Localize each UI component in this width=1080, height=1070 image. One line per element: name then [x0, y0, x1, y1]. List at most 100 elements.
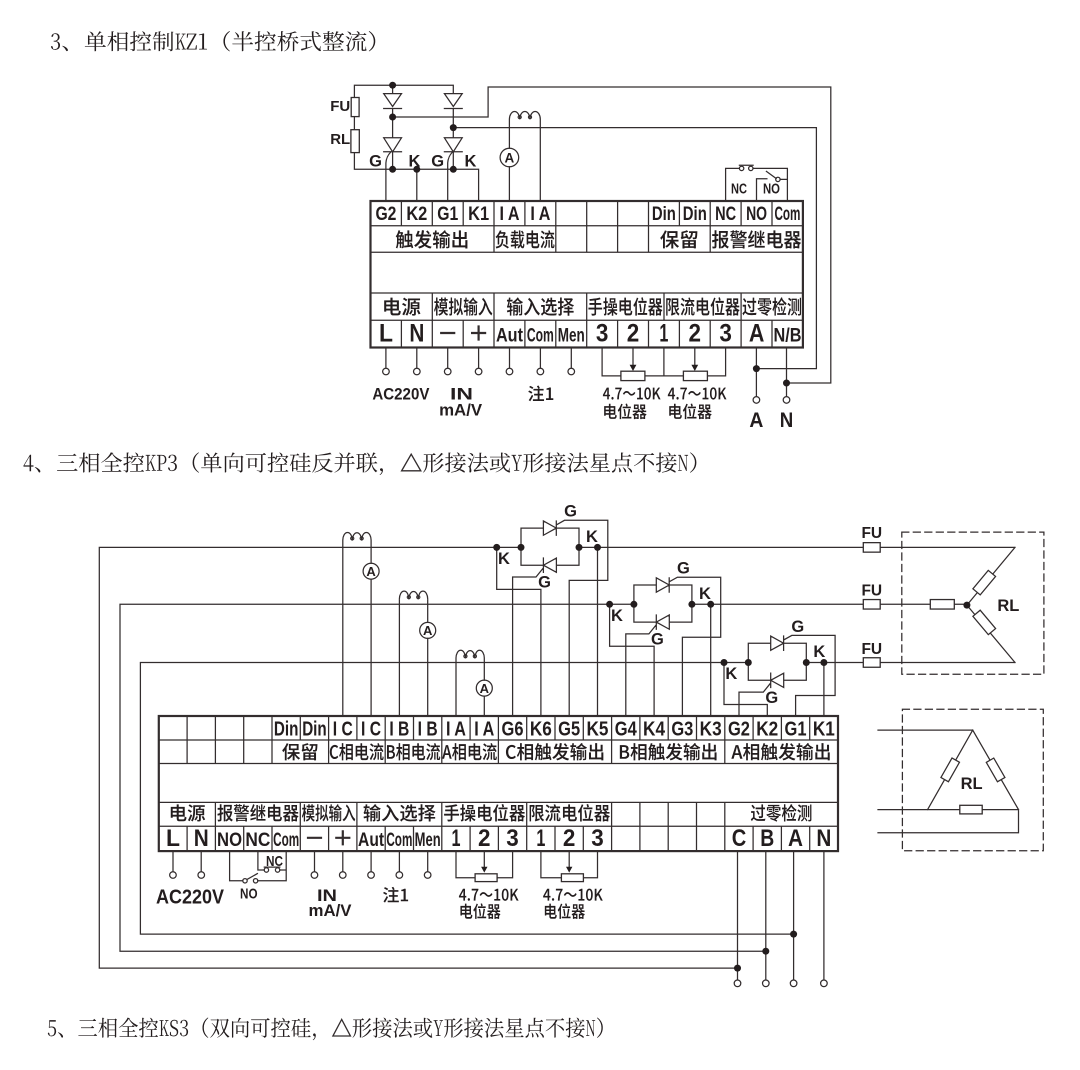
svg-text:3: 3	[596, 319, 609, 347]
svg-text:1: 1	[451, 825, 460, 852]
svg-text:NO: NO	[217, 829, 242, 851]
svg-text:FU: FU	[861, 583, 882, 600]
svg-text:L: L	[379, 319, 393, 347]
svg-text:FU: FU	[861, 525, 882, 542]
svg-text:K1: K1	[468, 203, 489, 225]
svg-text:Aut: Aut	[358, 829, 384, 851]
svg-text:Com: Com	[774, 203, 800, 225]
svg-text:K1: K1	[813, 717, 835, 740]
svg-text:G: G	[564, 503, 577, 521]
svg-text:IN: IN	[450, 384, 473, 403]
svg-text:NC: NC	[245, 829, 270, 851]
svg-text:Din: Din	[652, 203, 676, 225]
svg-text:K2: K2	[406, 203, 427, 225]
svg-text:G: G	[765, 689, 778, 707]
svg-text:K4: K4	[643, 717, 665, 740]
svg-text:N: N	[194, 825, 209, 852]
svg-text:K: K	[586, 528, 598, 546]
svg-text:mA/V: mA/V	[309, 901, 353, 920]
svg-text:K2: K2	[756, 717, 778, 740]
svg-text:I C: I C	[361, 717, 381, 740]
svg-text:Com: Com	[527, 324, 554, 346]
svg-text:I C: I C	[333, 717, 353, 740]
svg-text:RL: RL	[330, 131, 350, 148]
svg-text:I A: I A	[474, 717, 494, 740]
svg-text:NO: NO	[240, 886, 258, 903]
svg-text:K: K	[498, 550, 510, 568]
svg-text:N: N	[409, 319, 424, 347]
svg-text:K5: K5	[586, 717, 608, 740]
svg-text:A: A	[505, 150, 515, 165]
svg-text:G4: G4	[615, 717, 637, 740]
svg-text:Men: Men	[415, 829, 441, 851]
svg-text:G: G	[651, 631, 664, 649]
svg-text:N: N	[816, 825, 831, 852]
svg-text:G: G	[538, 574, 551, 592]
svg-text:G: G	[369, 153, 382, 171]
svg-text:N: N	[780, 408, 794, 432]
svg-text:Din: Din	[683, 203, 707, 225]
svg-text:NC: NC	[731, 182, 747, 198]
svg-text:G1: G1	[437, 203, 458, 225]
svg-text:A: A	[788, 825, 803, 852]
svg-text:K: K	[409, 153, 421, 171]
svg-text:G3: G3	[671, 717, 693, 740]
svg-text:3: 3	[719, 319, 732, 347]
svg-text:I A: I A	[530, 203, 550, 225]
svg-text:G: G	[791, 618, 804, 636]
svg-text:G5: G5	[558, 717, 580, 740]
svg-text:Com: Com	[386, 829, 412, 851]
svg-text:G2: G2	[375, 203, 396, 225]
svg-text:G2: G2	[728, 717, 750, 740]
svg-text:RL: RL	[961, 775, 983, 793]
svg-text:2: 2	[563, 825, 576, 852]
svg-text:1: 1	[536, 825, 545, 852]
svg-text:C: C	[732, 825, 747, 852]
svg-text:NC: NC	[266, 853, 283, 870]
svg-text:A: A	[749, 408, 763, 432]
svg-text:NO: NO	[763, 182, 780, 198]
svg-text:K6: K6	[530, 717, 552, 740]
svg-text:L: L	[166, 825, 180, 852]
svg-text:2: 2	[627, 319, 640, 347]
svg-text:K: K	[611, 607, 623, 625]
svg-text:G: G	[677, 560, 690, 578]
svg-text:A: A	[366, 564, 376, 579]
svg-text:B: B	[760, 825, 774, 852]
svg-text:G6: G6	[502, 717, 524, 740]
svg-text:G1: G1	[785, 717, 807, 740]
svg-text:K3: K3	[700, 717, 722, 740]
svg-text:2: 2	[689, 319, 702, 347]
svg-text:G: G	[431, 153, 444, 171]
svg-text:FU: FU	[330, 98, 350, 115]
svg-text:3: 3	[506, 825, 519, 852]
svg-text:K: K	[813, 643, 825, 661]
svg-text:K: K	[699, 585, 711, 603]
svg-text:1: 1	[659, 319, 668, 347]
svg-text:Aut: Aut	[496, 324, 523, 346]
svg-text:Din: Din	[274, 717, 299, 740]
svg-text:A: A	[423, 623, 433, 638]
svg-text:AC220V: AC220V	[372, 384, 430, 403]
svg-text:K: K	[465, 153, 477, 171]
svg-text:K: K	[725, 665, 737, 683]
svg-text:IN: IN	[317, 886, 337, 905]
svg-text:Com: Com	[273, 829, 299, 851]
svg-text:2: 2	[478, 825, 491, 852]
svg-text:3: 3	[591, 825, 604, 852]
svg-text:N/B: N/B	[773, 324, 801, 346]
svg-text:Din: Din	[302, 717, 327, 740]
svg-text:NC: NC	[715, 203, 736, 225]
svg-text:I A: I A	[446, 717, 466, 740]
svg-text:I B: I B	[418, 717, 438, 740]
svg-text:mA/V: mA/V	[439, 401, 483, 420]
svg-text:RL: RL	[997, 597, 1019, 615]
svg-text:NO: NO	[746, 203, 767, 225]
svg-text:I B: I B	[389, 717, 409, 740]
svg-text:A: A	[480, 681, 490, 696]
svg-text:Men: Men	[558, 324, 585, 346]
svg-text:FU: FU	[861, 641, 882, 658]
svg-text:AC220V: AC220V	[156, 886, 225, 908]
svg-text:I A: I A	[499, 203, 519, 225]
svg-text:A: A	[749, 319, 765, 347]
